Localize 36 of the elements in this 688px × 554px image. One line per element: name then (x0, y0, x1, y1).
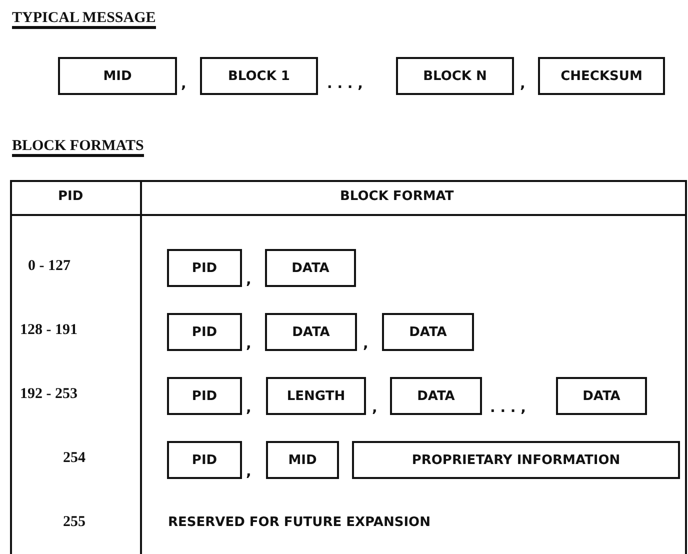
field-box: DATA (556, 377, 647, 415)
field-box: DATA (390, 377, 482, 415)
table-cell: BLOCK FORMAT (340, 189, 454, 204)
field-box: MID (266, 441, 339, 479)
separator: . . . , (490, 400, 526, 416)
field-box: PROPRIETARY INFORMATION (352, 441, 680, 479)
separator: , (246, 272, 252, 288)
table-cell: 254 (63, 450, 86, 467)
section-heading: TYPICAL MESSAGE (12, 10, 156, 29)
field-box: PID (167, 313, 242, 351)
table-cell: 128 - 191 (20, 322, 78, 339)
separator: , (181, 76, 186, 92)
table-cell: 255 (63, 514, 86, 531)
field-box: DATA (265, 249, 356, 287)
separator: , (363, 336, 368, 352)
separator: , (372, 400, 378, 416)
field-box: PID (167, 249, 242, 287)
separator: . . . , (327, 76, 363, 92)
field-box: BLOCK N (396, 57, 514, 95)
table-cell: PID (58, 189, 84, 204)
separator: , (520, 76, 526, 92)
section-heading: BLOCK FORMATS (12, 138, 144, 157)
table-cell: 0 - 127 (28, 258, 70, 275)
field-box: MID (58, 57, 177, 95)
separator: , (246, 464, 252, 480)
separator: , (246, 336, 252, 352)
table-cell: RESERVED FOR FUTURE EXPANSION (168, 515, 430, 530)
field-box: DATA (382, 313, 474, 351)
table-cell: 192 - 253 (20, 386, 78, 403)
field-box: CHECKSUM (538, 57, 665, 95)
field-box: PID (167, 377, 242, 415)
separator: , (246, 400, 252, 416)
field-box: PID (167, 441, 242, 479)
field-box: BLOCK 1 (200, 57, 318, 95)
field-box: DATA (265, 313, 357, 351)
field-box: LENGTH (266, 377, 366, 415)
